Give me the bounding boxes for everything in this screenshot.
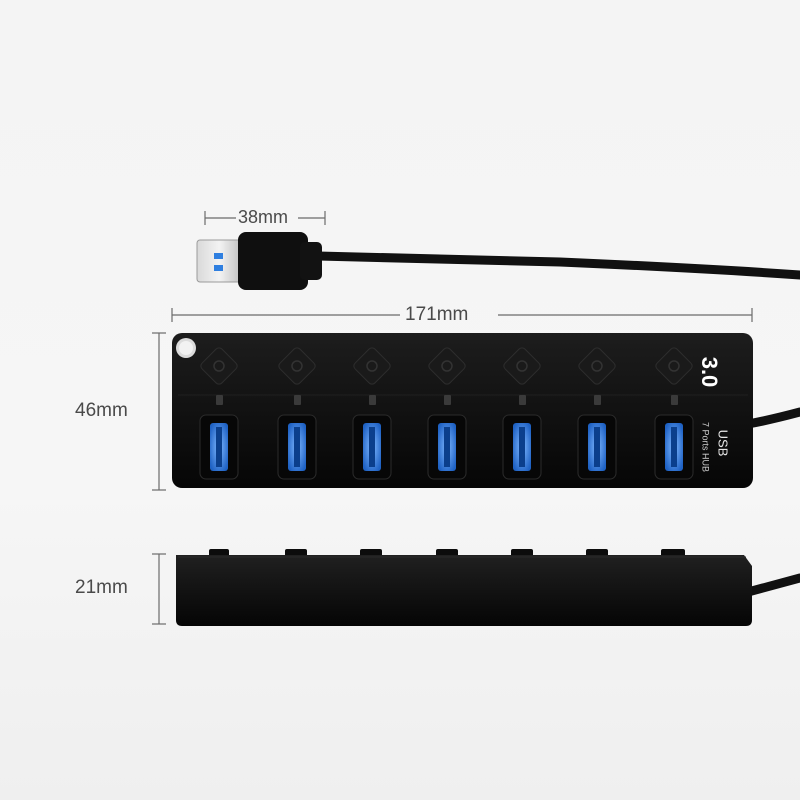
- usb-port-1: [199, 414, 239, 480]
- switch-button-5: [503, 347, 541, 385]
- usb-port-6: [577, 414, 617, 480]
- led-indicator-5: [519, 395, 526, 405]
- height-dimension-line: [152, 553, 166, 625]
- led-indicator-1: [216, 395, 223, 405]
- switch-button-1: [200, 347, 238, 385]
- switch-button-3: [353, 347, 391, 385]
- led-indicator-7: [671, 395, 678, 405]
- hub-height-label: 21mm: [75, 577, 128, 598]
- usb-port-2: [277, 414, 317, 480]
- usb-port-7: [654, 414, 694, 480]
- hub-length-label: 171mm: [405, 304, 469, 325]
- hub-ports: [199, 414, 694, 480]
- led-indicator-2: [294, 395, 301, 405]
- led-indicator-6: [594, 395, 601, 405]
- usb-port-3: [352, 414, 392, 480]
- usb-plug: [196, 232, 322, 290]
- hub-buttons: [200, 347, 693, 385]
- switch-button-4: [428, 347, 466, 385]
- usb-cable: [313, 251, 800, 280]
- switch-button-2: [278, 347, 316, 385]
- usb-port-5: [502, 414, 542, 480]
- plug-width-label: 38mm: [238, 207, 289, 227]
- hub-side-view: [176, 549, 800, 626]
- usb-port-4: [427, 414, 467, 480]
- hub-leds: [216, 395, 678, 405]
- hub-version-label: 3.0: [697, 357, 722, 388]
- led-indicator-4: [444, 395, 451, 405]
- hub-width-label: 46mm: [75, 400, 128, 421]
- hub-ports-label: 7 Ports HUB: [701, 422, 711, 472]
- switch-button-6: [578, 347, 616, 385]
- length-dimension-line: [171, 308, 753, 322]
- plug-dimension-line: [204, 211, 326, 225]
- hub-usb-label: USB: [716, 430, 731, 457]
- switch-button-7: [655, 347, 693, 385]
- width-dimension-line: [152, 332, 166, 491]
- led-indicator-3: [369, 395, 376, 405]
